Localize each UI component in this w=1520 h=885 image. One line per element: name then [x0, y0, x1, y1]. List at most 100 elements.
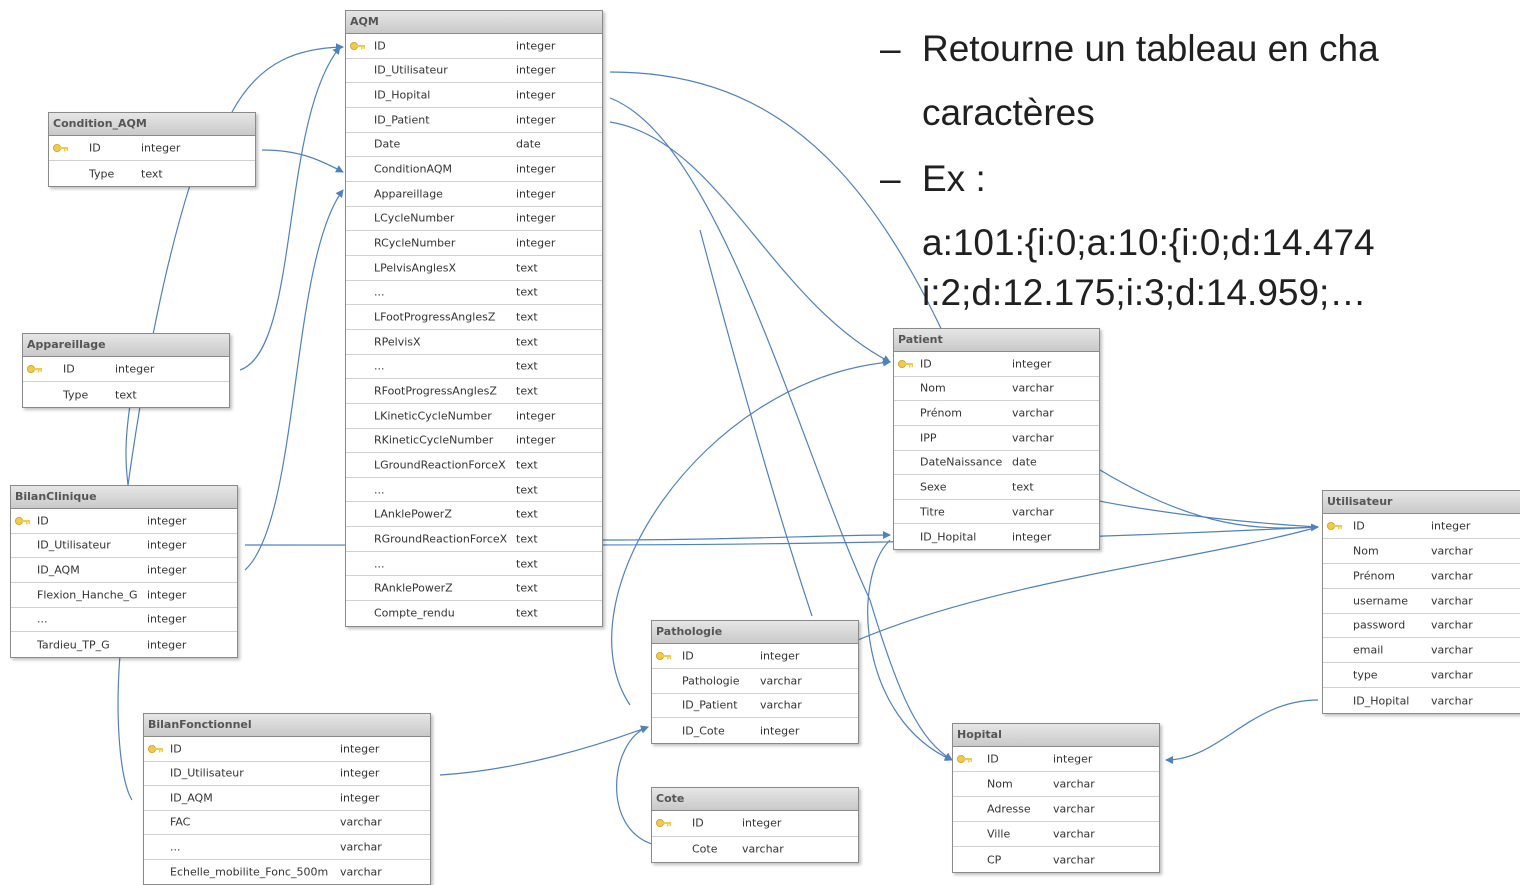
field-type: varchar: [760, 698, 802, 712]
field-name: ID_Utilisateur: [37, 538, 111, 552]
link-pathologie-utilisateur: [857, 526, 1319, 641]
field-type: integer: [516, 113, 556, 127]
field-name: ID: [1353, 519, 1365, 533]
field-type: integer: [516, 162, 556, 176]
field-row[interactable]: ...integer: [11, 608, 237, 633]
field-row[interactable]: ...text: [346, 355, 602, 380]
field-type: integer: [1431, 519, 1471, 533]
field-row[interactable]: ...text: [346, 478, 602, 503]
link-utilisateur-hopital: [1165, 699, 1319, 764]
field-type: varchar: [1431, 594, 1473, 608]
field-row[interactable]: ...text: [346, 281, 602, 306]
field-row[interactable]: ID integer: [1323, 514, 1520, 539]
field-name: ID_Hopital: [920, 530, 977, 544]
key-icon: [350, 41, 365, 50]
field-type: text: [516, 310, 538, 324]
example-line-2: i:2;d:12.175;i:3;d:14.959;…: [922, 272, 1367, 313]
table-title: Utilisateur: [1323, 491, 1520, 514]
field-row[interactable]: ...varchar: [144, 835, 430, 860]
field-name: ...: [374, 359, 385, 373]
field-name: RFootProgressAnglesZ: [374, 384, 497, 398]
field-type: text: [516, 458, 538, 472]
field-type: varchar: [1431, 643, 1473, 657]
field-row[interactable]: ...text: [346, 552, 602, 577]
field-type: varchar: [1012, 406, 1054, 420]
field-name: ID_Hopital: [374, 88, 431, 102]
bullet-1-continuation: caractères: [922, 92, 1095, 133]
field-name: ID: [170, 742, 182, 756]
field-name: RKineticCycleNumber: [374, 433, 494, 447]
